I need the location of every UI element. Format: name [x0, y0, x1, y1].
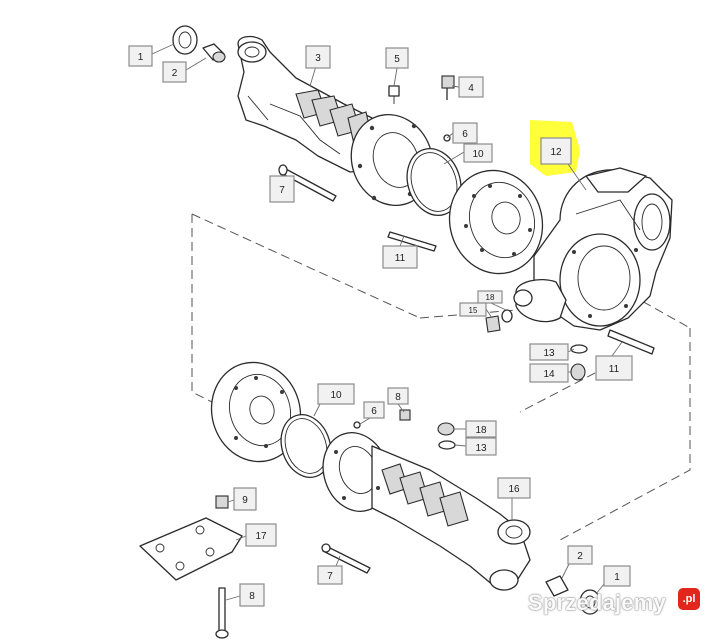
bottom-seal-ring-1 — [579, 589, 601, 615]
callout-15: 15 — [459, 302, 487, 317]
callout-6b: 6 — [363, 401, 385, 419]
callout-10b: 10 — [317, 383, 355, 405]
callout-10b-label: 10 — [330, 390, 342, 401]
callout-8b: 8 — [239, 583, 265, 607]
bottom-washer-13 — [438, 440, 456, 450]
callout-16: 16 — [497, 477, 531, 499]
top-o-ring — [406, 148, 462, 216]
callout-1b: 1 — [603, 565, 631, 587]
callout-11b: 11 — [595, 355, 633, 381]
callout-2b: 2 — [567, 545, 593, 565]
callout-10a: 10 — [463, 143, 493, 163]
watermark-logo: Sprzedajemy .pl — [528, 588, 708, 622]
bottom-o-ring — [280, 414, 332, 478]
callout-3: 3 — [305, 45, 331, 69]
bottom-bolt-8 — [399, 409, 411, 421]
bottom-bushing-2 — [545, 575, 569, 597]
callout-3-label: 3 — [315, 53, 321, 64]
callout-8a: 8 — [387, 387, 409, 405]
callout-4-label: 4 — [468, 83, 474, 94]
watermark-badge: .pl — [678, 588, 700, 610]
callout-7a: 7 — [269, 175, 295, 203]
callout-9: 9 — [233, 487, 257, 511]
callout-12-label: 12 — [550, 147, 562, 158]
callout-13b: 13 — [465, 437, 497, 456]
hub-plug-15 — [485, 315, 501, 333]
callout-14: 14 — [529, 363, 569, 383]
bottom-bolt-9 — [215, 495, 229, 509]
callout-13a: 13 — [529, 343, 569, 361]
callout-7b-label: 7 — [327, 571, 333, 582]
callout-10a-label: 10 — [472, 149, 484, 160]
bottom-long-bolt-8 — [215, 587, 229, 639]
callout-9-label: 9 — [242, 495, 248, 506]
callout-5: 5 — [385, 47, 409, 69]
top-bolt-7 — [278, 164, 337, 202]
callout-8b-label: 8 — [249, 591, 255, 602]
callout-18b-label: 18 — [475, 425, 487, 436]
callout-2b-label: 2 — [577, 551, 583, 562]
callout-11a-label: 11 — [395, 253, 406, 264]
bottom-planetary-gear-set — [210, 361, 302, 463]
callout-6a-label: 6 — [462, 129, 468, 140]
bottom-cover-plate-17 — [139, 517, 243, 581]
callout-8a-label: 8 — [395, 392, 401, 403]
callout-13a-label: 13 — [543, 348, 555, 359]
bottom-bolt-7 — [321, 543, 371, 574]
callout-2a: 2 — [162, 61, 187, 83]
callout-6a: 6 — [452, 122, 478, 144]
hub-seal-18 — [501, 309, 513, 323]
bottom-seal-18 — [437, 422, 455, 436]
hub-stud-11 — [607, 329, 655, 355]
top-bushing — [202, 43, 226, 63]
callout-1b-label: 1 — [614, 572, 620, 583]
callout-11a: 11 — [382, 245, 418, 269]
callout-16-label: 16 — [508, 484, 520, 495]
watermark-text: Sprzedajemy — [528, 590, 666, 615]
hub-spindle — [513, 278, 567, 323]
callout-4: 4 — [458, 76, 484, 98]
top-seal-ring — [172, 25, 198, 55]
callout-13b-label: 13 — [475, 443, 487, 454]
callout-17: 17 — [245, 523, 277, 547]
callout-2a-label: 2 — [172, 68, 178, 79]
callout-15-label: 15 — [469, 306, 478, 315]
callout-17-label: 17 — [255, 531, 267, 542]
hub-plug-14 — [570, 363, 586, 381]
callout-18a-label: 18 — [486, 293, 495, 302]
bottom-pin — [353, 421, 361, 429]
callout-18b: 18 — [465, 420, 497, 438]
callout-1a: 1 — [128, 45, 153, 67]
top-planetary-gear-set — [448, 169, 544, 275]
callout-6b-label: 6 — [371, 406, 377, 417]
callout-5-label: 5 — [394, 54, 400, 65]
callout-18a: 18 — [477, 290, 503, 304]
callout-14-label: 14 — [543, 369, 555, 380]
top-stud-11 — [387, 231, 437, 252]
top-breather — [441, 75, 455, 100]
wheel-hub-housing — [533, 167, 673, 331]
callout-11b-label: 11 — [609, 364, 620, 375]
top-axle-housing — [237, 35, 373, 173]
callout-12: 12 — [540, 137, 572, 165]
top-small-bolt — [388, 85, 400, 104]
bottom-axle-housing — [322, 432, 531, 591]
callout-7b: 7 — [317, 565, 343, 585]
callout-1a-label: 1 — [138, 52, 144, 63]
callout-7a-label: 7 — [279, 185, 285, 196]
hub-washer-13 — [570, 344, 588, 354]
